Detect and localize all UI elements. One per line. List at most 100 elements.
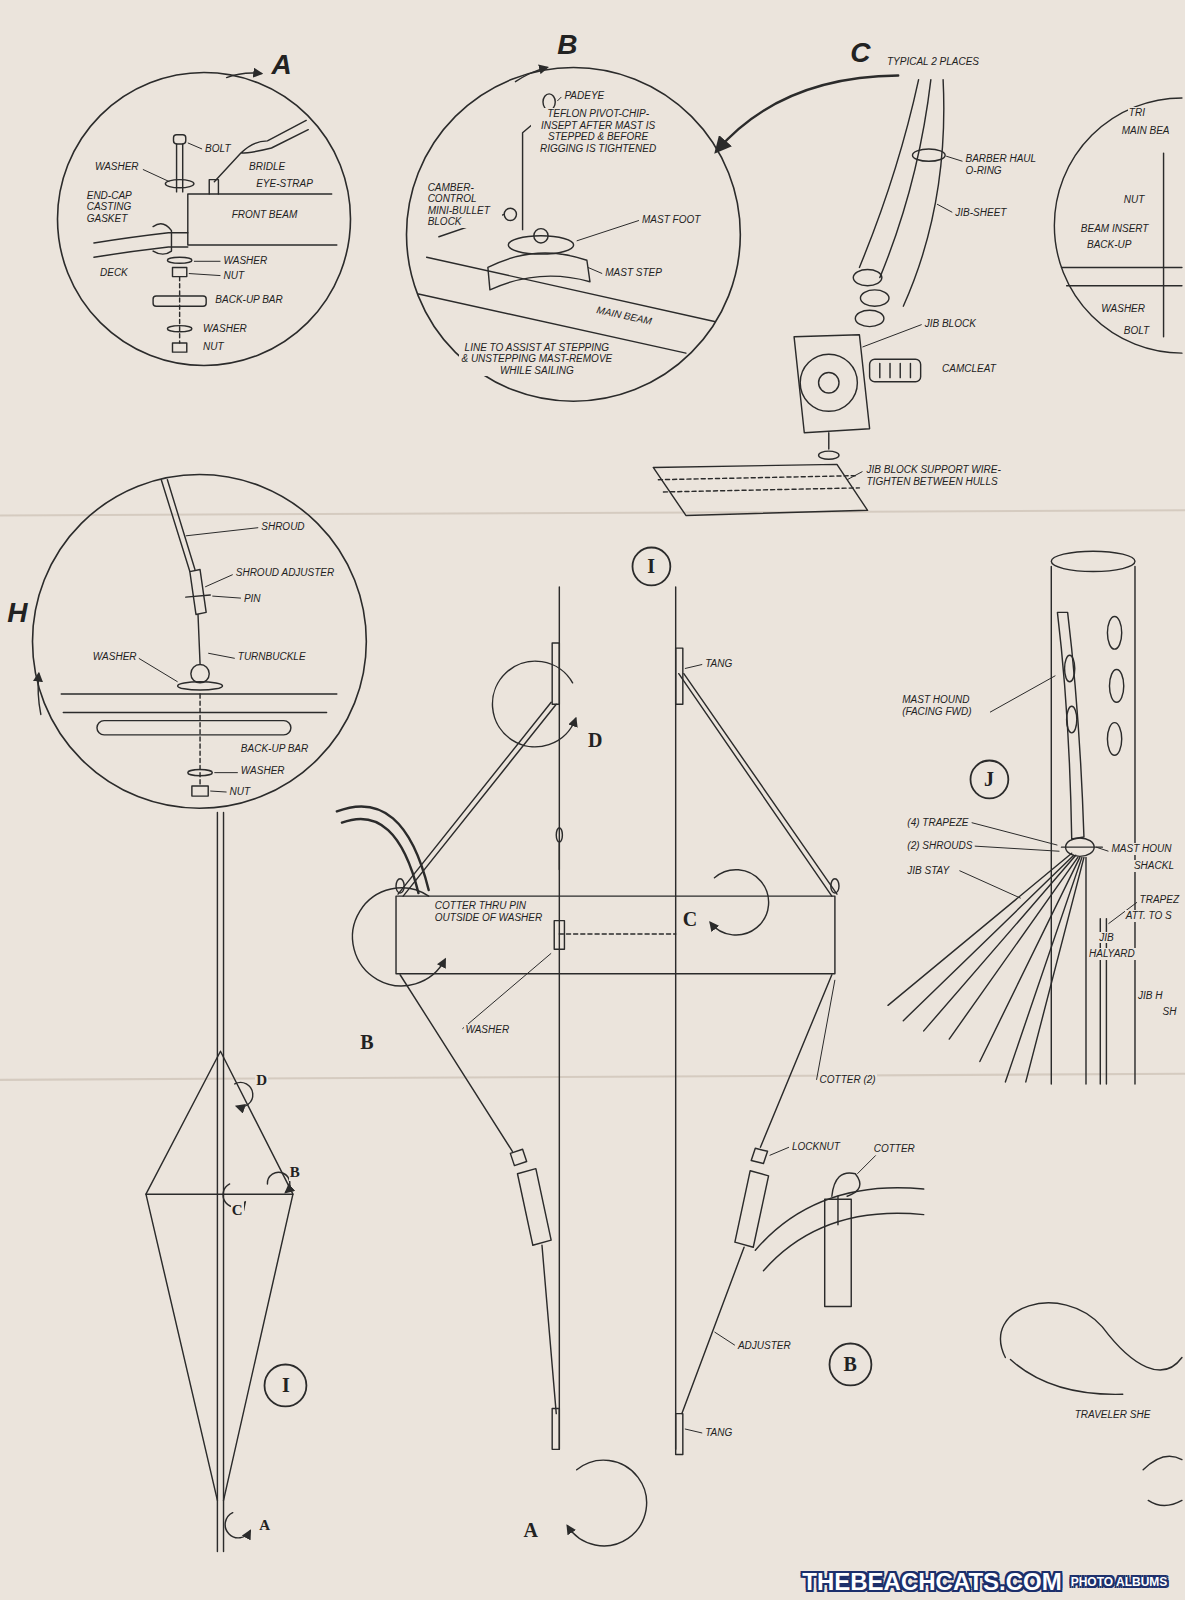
callout-circle: I — [631, 546, 672, 587]
washer — [554, 921, 564, 950]
part-label: SH — [1162, 1006, 1178, 1018]
part-label: LINE TO ASSIST AT STEPPING & UNSTEPPING … — [459, 342, 614, 377]
part-label: PIN — [243, 593, 262, 605]
part-label: MAST FOOT — [641, 214, 701, 226]
part-label: JIB H — [1137, 990, 1163, 1002]
part-label: NUT — [222, 270, 245, 282]
part-label: WASHER — [222, 255, 268, 267]
spreader — [146, 1193, 293, 1194]
jib-halyard — [1086, 857, 1106, 1084]
hole — [1065, 655, 1075, 682]
detail-arrow — [515, 67, 547, 81]
part-label: TRAVELER SHE — [1074, 1409, 1152, 1421]
bolt-head — [174, 135, 186, 144]
callout-letter: B — [843, 1353, 858, 1376]
callout-letter: D — [587, 729, 603, 752]
cotter-eye — [556, 828, 562, 842]
part-label: NUT — [1123, 194, 1146, 206]
camcleat-jaws — [880, 363, 911, 377]
part-label: JIB-SHEET — [954, 207, 1007, 219]
part-label: ATT. TO S — [1125, 910, 1173, 922]
callout-arc — [492, 661, 575, 747]
turnbuckle-eye — [191, 664, 209, 682]
leader-line — [577, 220, 639, 240]
leader-line — [188, 143, 202, 149]
bolt — [1163, 153, 1164, 337]
circle-outline — [632, 548, 670, 586]
leader-line — [588, 267, 602, 273]
turnbuckle — [198, 614, 200, 663]
detail-circle: HSHROUDSHROUD ADJUSTERPINWASHERTURNBUCKL… — [31, 473, 368, 810]
deck-plate — [653, 464, 867, 515]
part-label: TYPICAL 2 PLACES — [886, 56, 980, 68]
jib-sheet — [859, 80, 943, 307]
detail-letter: A — [270, 49, 292, 81]
leader-line — [817, 980, 835, 1080]
part-label: (4) TRAPEZE — [906, 817, 969, 829]
mast-step — [488, 253, 590, 290]
nut — [172, 343, 186, 352]
callout-letter: C — [682, 908, 698, 931]
watermark: THEBEACHCATS.COM — [801, 1568, 1063, 1596]
leader-line — [189, 274, 221, 276]
part-label: TURNBUCKLE — [237, 651, 307, 663]
deck — [94, 233, 188, 257]
sheave — [800, 354, 857, 411]
part-label: WASHER — [1100, 303, 1146, 315]
callout-letter: A — [258, 1517, 271, 1534]
part-label: BACK-UP BAR — [240, 743, 309, 755]
main-beam — [418, 257, 714, 353]
adjuster — [542, 1245, 556, 1413]
callout-circle: B — [828, 1342, 873, 1387]
mast-hound — [1057, 612, 1084, 839]
rope-braid — [855, 310, 884, 326]
detail-letter: B — [556, 29, 578, 61]
locknut — [751, 1148, 767, 1163]
bolt — [177, 144, 183, 192]
cotter — [831, 879, 839, 893]
part-label: ADJUSTER — [737, 1340, 792, 1352]
part-label: TRAPEZ — [1139, 894, 1180, 906]
rigging-wires — [888, 853, 1084, 1082]
callout-arc — [225, 1513, 250, 1538]
part-label: END-CAP CASTING GASKET — [86, 190, 147, 225]
swivel — [828, 433, 829, 449]
part-label: WASHER — [92, 651, 138, 663]
part-label: DECK — [99, 267, 129, 279]
back-up-bar — [153, 296, 206, 306]
deck — [61, 694, 337, 712]
tang — [552, 1409, 559, 1450]
part-label: PADEYE — [563, 90, 605, 102]
leader-line — [212, 596, 241, 598]
circle-outline — [407, 68, 741, 402]
washer — [188, 770, 212, 776]
callout-letter: B — [289, 1164, 301, 1181]
callout-letter: B — [359, 1031, 374, 1054]
leader-line — [685, 664, 702, 668]
leader-line — [1096, 847, 1108, 851]
locknut — [510, 1149, 526, 1165]
part-label: TANG — [704, 1427, 733, 1439]
leader-line — [210, 791, 226, 792]
nut — [192, 786, 208, 796]
callout-letter: J — [983, 768, 995, 791]
camcleat — [870, 359, 921, 381]
leader-line — [959, 871, 1020, 899]
circle-outline — [970, 761, 1008, 799]
part-label: (2) SHROUDS — [906, 840, 973, 852]
leader-line — [214, 772, 237, 773]
fitting-fragment — [1143, 1456, 1182, 1505]
part-label: COTTER THRU PIN OUTSIDE OF WASHER — [434, 900, 548, 923]
nut — [172, 267, 186, 276]
end-cap — [153, 224, 171, 254]
callout-letter: C — [231, 1202, 244, 1219]
part-label: SHACKL — [1133, 860, 1175, 872]
callout-letter: A — [523, 1519, 539, 1542]
turnbuckle — [517, 1169, 551, 1246]
spreader-bar — [396, 896, 835, 974]
rope-braid — [860, 290, 889, 306]
part-label: HALYARD — [1088, 948, 1136, 960]
detail-letter: H — [6, 597, 28, 629]
